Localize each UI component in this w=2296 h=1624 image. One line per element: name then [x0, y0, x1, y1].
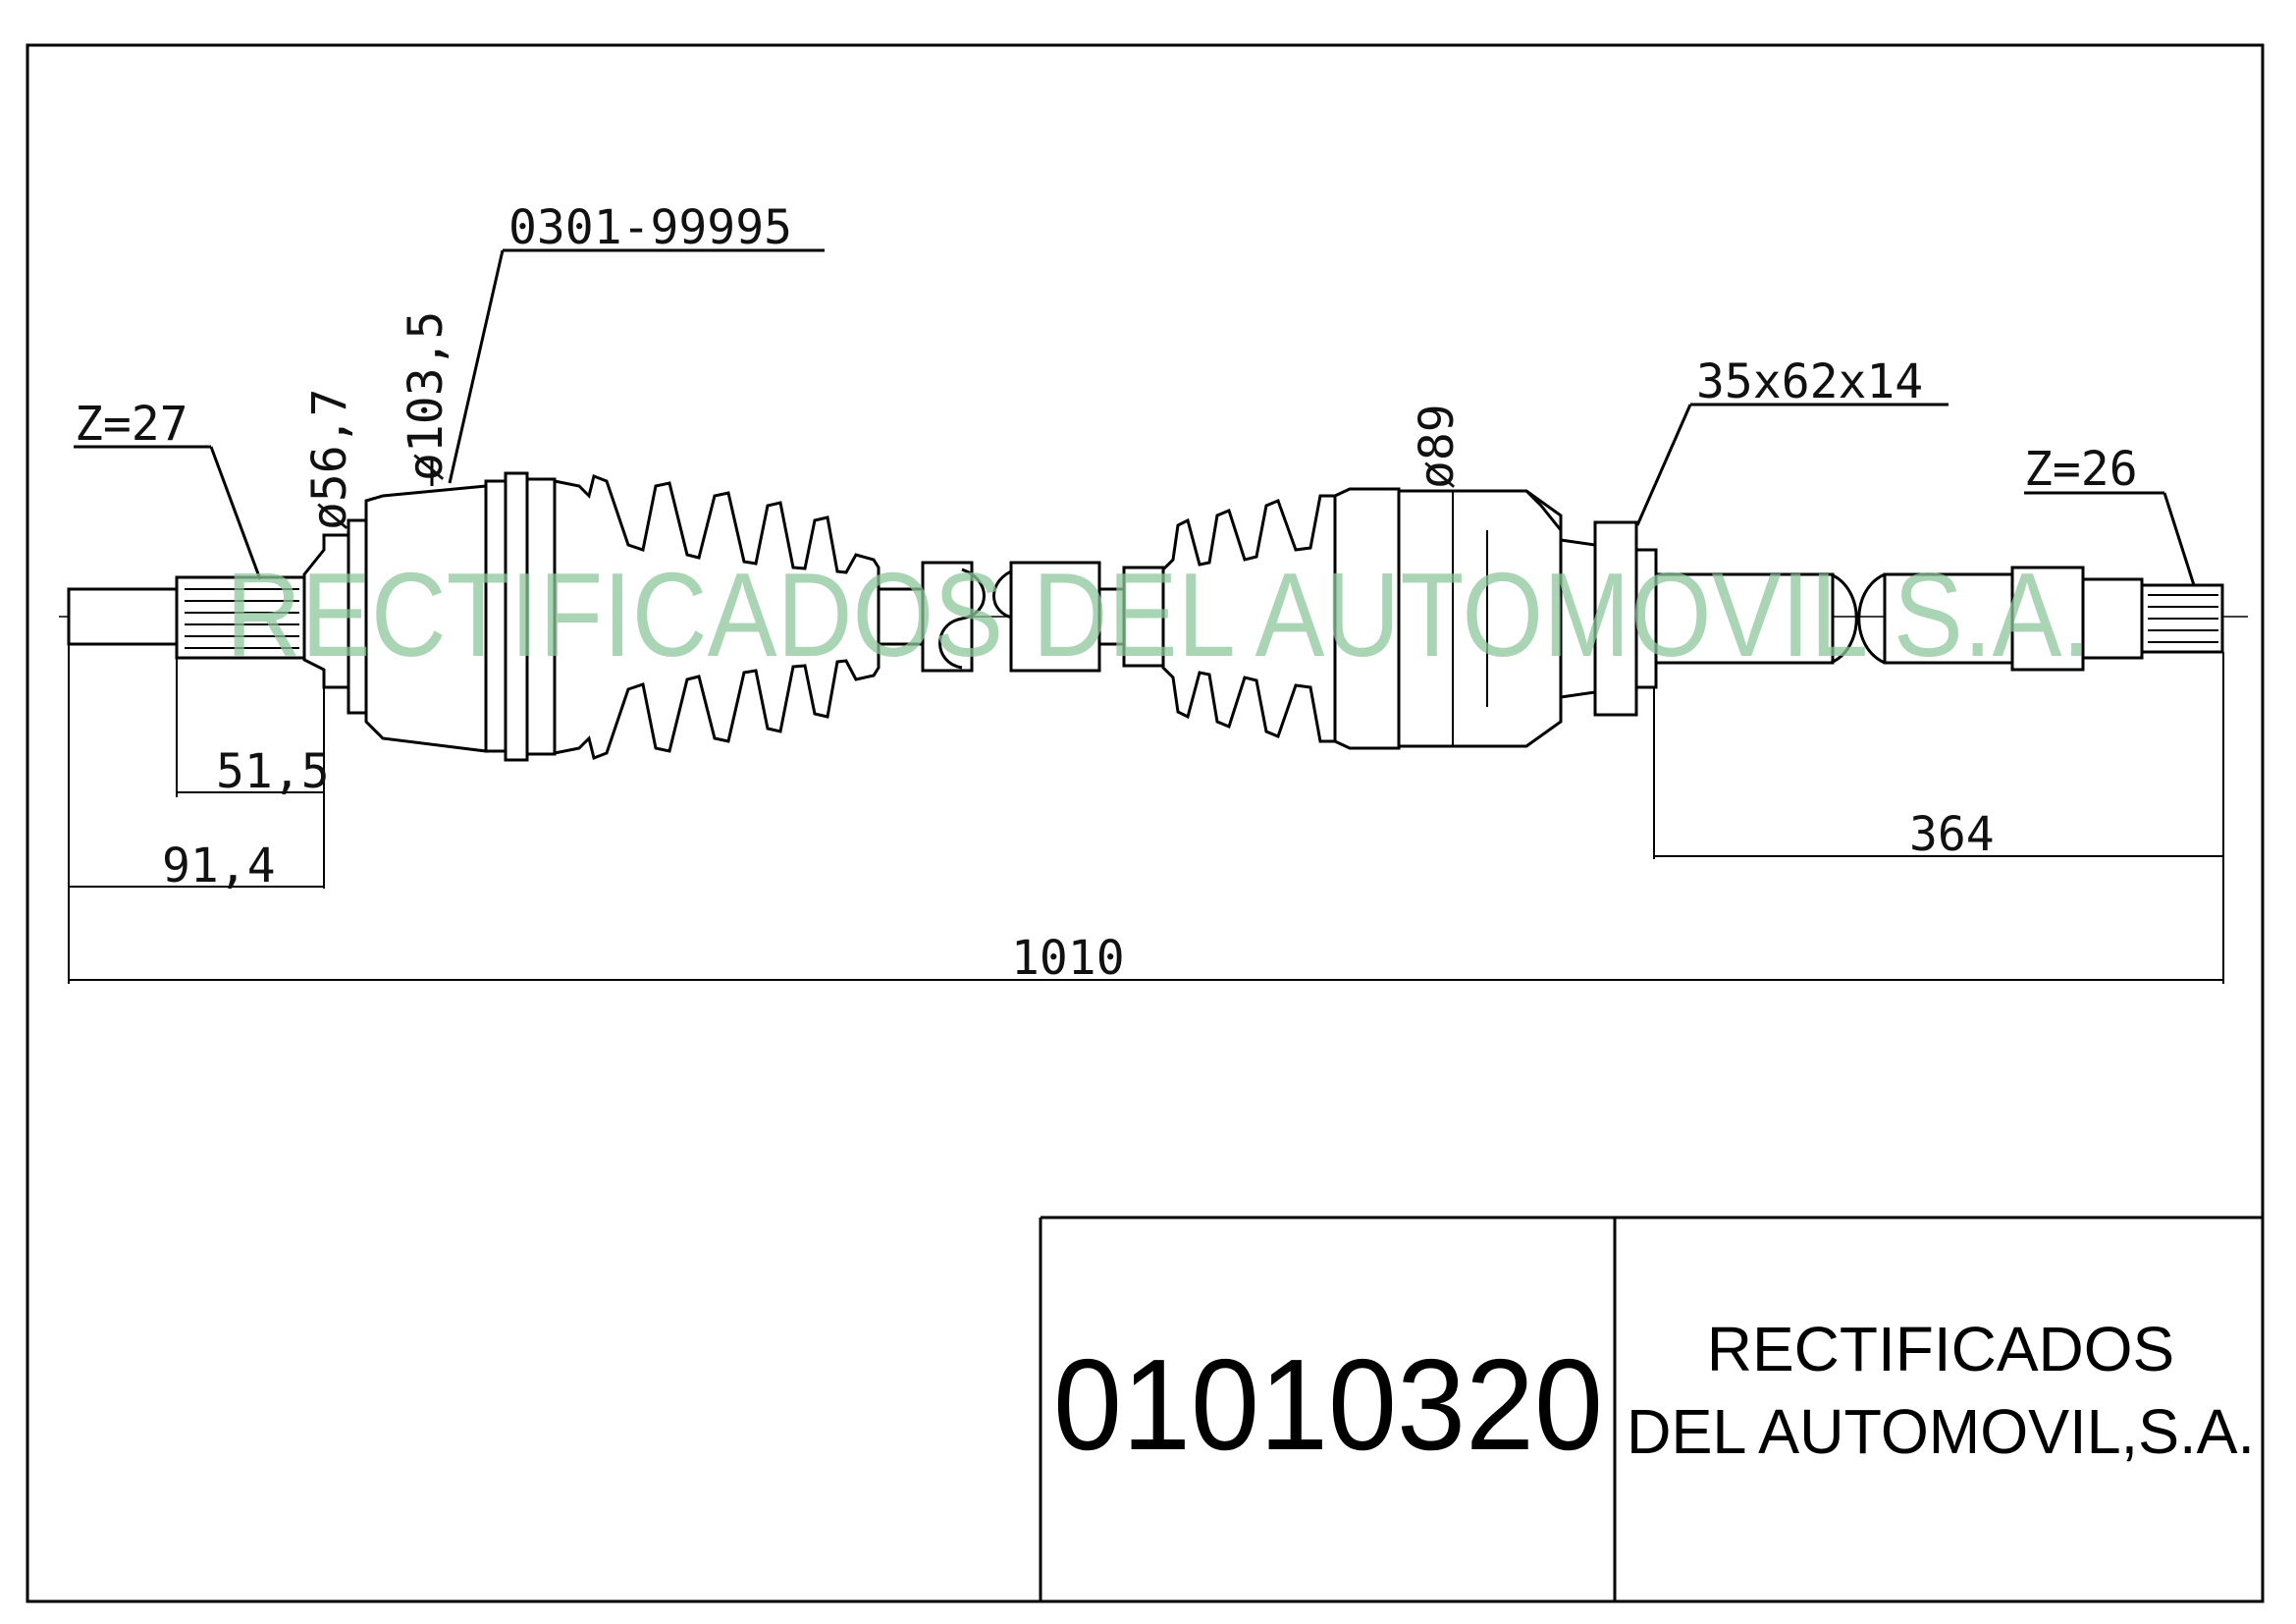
part-number: 01010320: [1053, 1332, 1603, 1477]
watermark: RECTIFICADOS DEL AUTOMOVIL S.A.: [226, 548, 2091, 681]
outer-boot: [553, 473, 881, 761]
diameter-label-a: ø56,7: [302, 389, 357, 531]
intermediate-shaft: [877, 561, 1165, 673]
teeth-count-left: Z=27: [75, 397, 188, 452]
dimension-overall-1010: 1010: [1011, 931, 1125, 986]
dimension-51-5: 51,5: [216, 744, 330, 799]
dimension-364: 364: [1909, 807, 1995, 862]
right-stub-shaft: [1654, 566, 2224, 672]
outer-cv-joint: [302, 471, 557, 762]
leader-lines: [74, 248, 2196, 586]
boot-reference: 0301-99995: [508, 200, 792, 255]
dimension-91-4: 91,4: [162, 839, 276, 893]
bearing-size: 35x62x14: [1696, 354, 1923, 409]
diameter-label-c: ø89: [1410, 404, 1465, 489]
dimension-lines: [68, 589, 2224, 984]
diameter-label-b: ø103,5: [399, 311, 454, 481]
company-name-line-1: RECTIFICADOS: [1707, 1314, 2174, 1384]
company-name-line-2: DEL AUTOMOVIL,S.A.: [1627, 1396, 2255, 1467]
title-block: [1039, 1216, 2263, 1601]
inner-joint-housing: [1333, 487, 1597, 750]
drawing-frame: [26, 43, 2265, 1603]
teeth-count-right: Z=26: [2024, 442, 2138, 497]
